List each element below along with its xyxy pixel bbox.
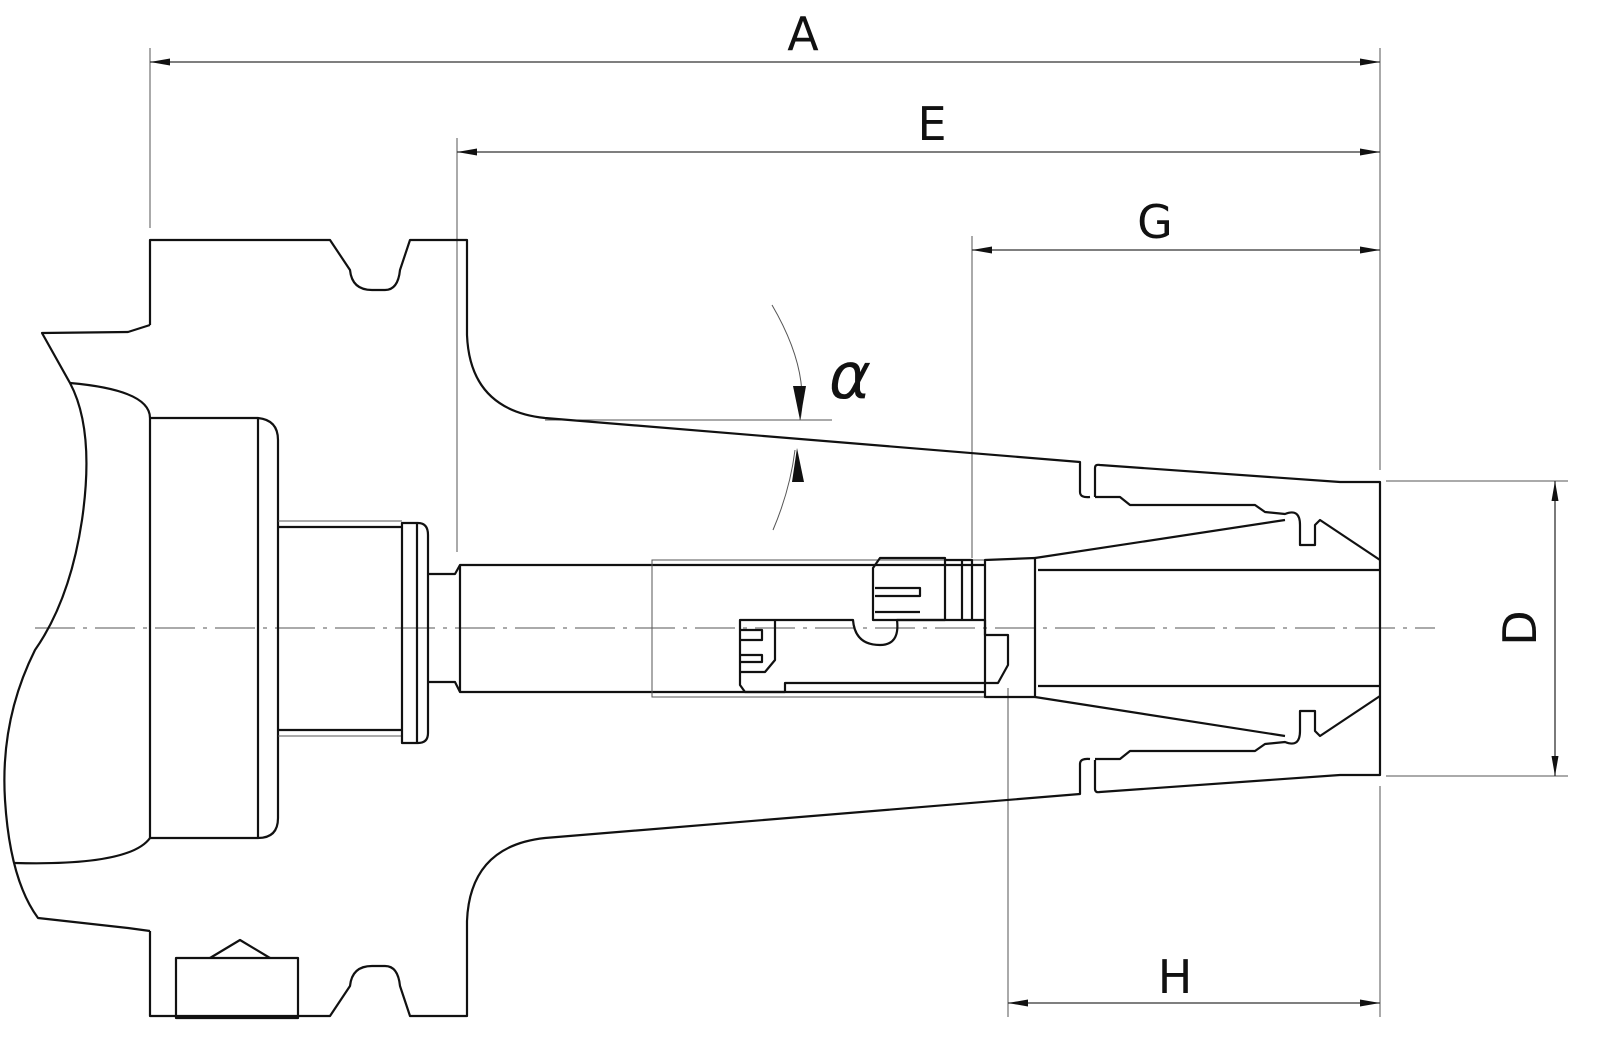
angle-dimension [771,304,806,531]
clamping-insert [738,556,1010,694]
label-g: G [1137,195,1173,249]
label-angle-alpha: α [829,340,871,414]
collet-nut [983,495,1381,761]
extension-lines [149,48,1568,1017]
label-a: A [787,7,819,61]
label-e: E [917,97,946,151]
label-h: H [1158,950,1193,1004]
label-d: D [1493,610,1547,645]
holder-body [3,238,1382,1018]
drive-key [174,938,300,1020]
